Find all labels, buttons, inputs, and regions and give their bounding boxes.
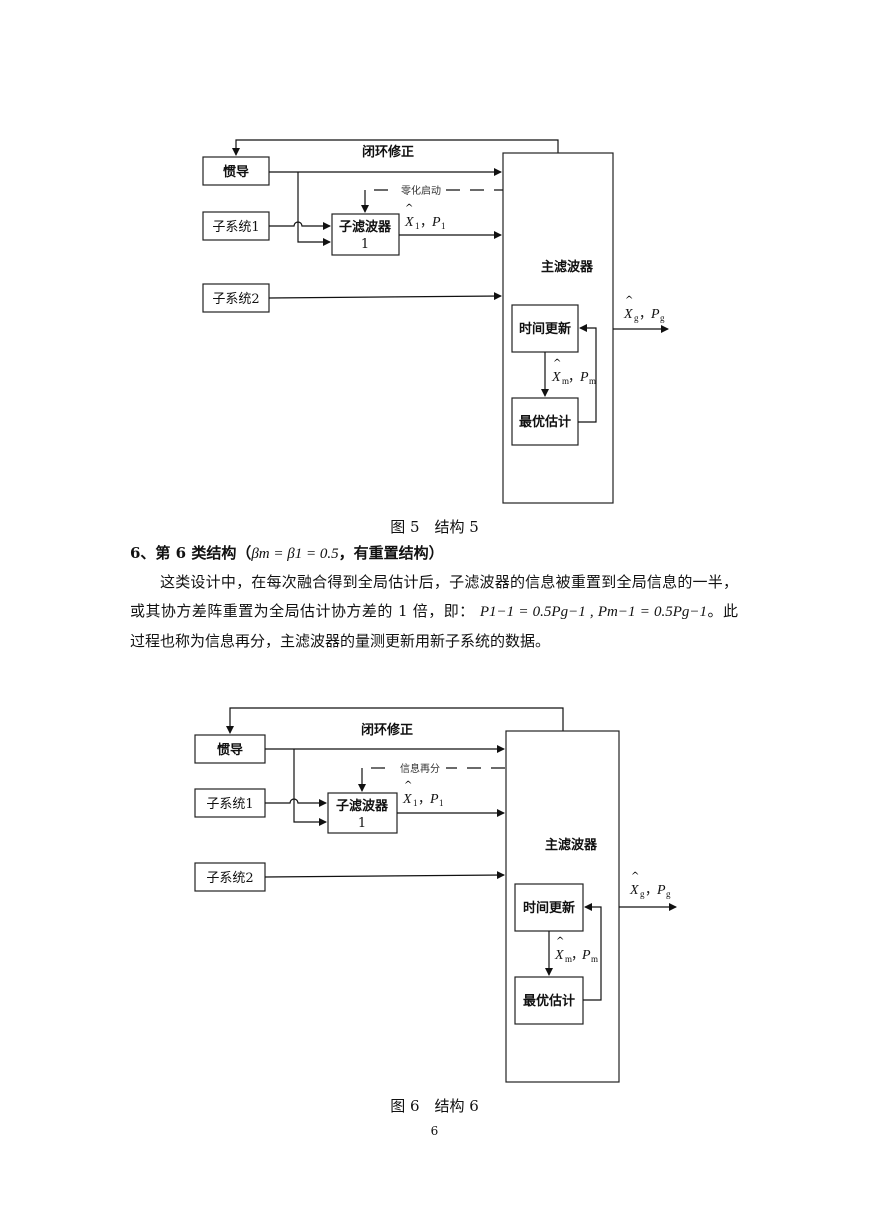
- feedback-label: 闭环修正: [362, 144, 414, 160]
- m-output-label: X ^ m ， P m: [551, 358, 596, 386]
- global-output-label-2: X ^ g ， P g: [629, 871, 671, 899]
- estimate-feedback-arrow: [578, 324, 597, 423]
- subsystem2-to-main-arrow-2: [264, 871, 505, 880]
- svg-text:P: P: [429, 792, 439, 807]
- svg-text:X: X: [551, 370, 561, 385]
- feedback-label-2: 闭环修正: [361, 722, 413, 738]
- svg-text:^: ^: [631, 871, 639, 882]
- subsystem1-to-filter-arrow: [269, 221, 331, 230]
- section-6-title: 6、第 6 类结构（βm = β1 = 0.5，有重置结构）: [130, 542, 444, 563]
- estimate-feedback-arrow-2: [583, 903, 602, 1001]
- svg-text:1: 1: [413, 798, 418, 808]
- section-title-tail: ，有重置结构）: [338, 544, 444, 562]
- sub-output-label: X ^ 1 ， P 1: [404, 203, 446, 231]
- subsystem1-to-filter-arrow-2: [265, 798, 327, 807]
- svg-text:g: g: [660, 313, 665, 323]
- ins-branch-line: [297, 172, 331, 246]
- svg-text:，: ，: [645, 883, 658, 898]
- svg-text:^: ^: [556, 936, 564, 947]
- sub-filter-index-2: 1: [358, 816, 366, 831]
- svg-text:P: P: [650, 307, 660, 322]
- svg-text:m: m: [562, 376, 569, 386]
- svg-text:^: ^: [404, 780, 412, 791]
- figure-5-caption: 图 5 结构 5: [390, 518, 479, 536]
- svg-text:X: X: [402, 792, 412, 807]
- subsystem1-box-2: [194, 788, 266, 818]
- svg-text:X: X: [623, 307, 633, 322]
- svg-text:^: ^: [625, 295, 633, 306]
- reset-label-bg: [396, 182, 446, 197]
- subsystem2-box: [202, 283, 270, 313]
- optimal-estimate-label-2: 最优估计: [523, 993, 575, 1009]
- svg-text:P: P: [656, 883, 666, 898]
- time-update-box: [511, 304, 579, 353]
- subsystem1-label-2: 子系统1: [206, 797, 253, 812]
- svg-text:X: X: [554, 948, 564, 963]
- svg-text:g: g: [666, 889, 671, 899]
- sub-filter-label-2: 子滤波器: [336, 798, 389, 814]
- reset-label: 零化启动: [401, 184, 441, 197]
- sub-filter-index: 1: [361, 237, 369, 252]
- svg-text:m: m: [591, 954, 598, 964]
- svg-text:^: ^: [405, 203, 413, 214]
- ins-box: [202, 156, 270, 186]
- global-output-label: X ^ g ， P g: [623, 295, 665, 323]
- feedback-line-2: [226, 707, 564, 734]
- subsystem1-label: 子系统1: [212, 220, 259, 235]
- time-update-label-2: 时间更新: [523, 900, 575, 916]
- svg-text:，: ，: [420, 215, 433, 230]
- svg-text:P: P: [579, 370, 589, 385]
- time-update-label: 时间更新: [519, 321, 571, 337]
- sub-output-label-2: X ^ 1 ， P 1: [402, 780, 444, 808]
- subsystem2-box-2: [194, 862, 266, 892]
- figure-6-diagram: 闭环修正 惯导 子系统1 子系统2 子滤波器 1 主滤波器 时间更新 最优估计 …: [194, 707, 677, 1083]
- paragraph-line-2: 。此过程也称为信息再分，主滤波器的量测更新用新子系统的数据。: [130, 602, 738, 650]
- optimal-estimate-label: 最优估计: [519, 414, 571, 430]
- m-output-label-2: X ^ m ， P m: [554, 936, 598, 964]
- paragraph-line-1: 这类设计中，在每次融合得到全局估计后，子滤波器的信息被重置到全局信息的一半，或其…: [130, 573, 738, 620]
- reset-label-bg-2: [394, 760, 446, 775]
- svg-text:，: ，: [418, 792, 431, 807]
- feedback-line: [232, 139, 559, 156]
- sub-filter-box-2: [327, 792, 398, 834]
- svg-text:1: 1: [415, 221, 420, 231]
- reset-label-2: 信息再分: [400, 762, 440, 775]
- figure-5-diagram: 闭环修正 惯导 子系统1 子系统2 子滤波器 1 主滤波器 时间更新 最优估计: [202, 139, 669, 504]
- main-filter-label: 主滤波器: [541, 259, 594, 275]
- paragraph-formula: P1−1 = 0.5Pg−1 , Pm−1 = 0.5Pg−1: [479, 604, 708, 620]
- time-update-box-2: [514, 883, 584, 932]
- svg-text:，: ，: [639, 307, 652, 322]
- figure-6-caption: 图 6 结构 6: [390, 1097, 479, 1115]
- sub-filter-label: 子滤波器: [339, 219, 392, 235]
- subsystem2-label-2: 子系统2: [206, 871, 253, 886]
- main-filter-label-2: 主滤波器: [545, 837, 598, 853]
- subsystem2-to-main-arrow: [268, 292, 502, 301]
- svg-text:1: 1: [441, 221, 446, 231]
- section-title-formula: βm = β1 = 0.5: [251, 546, 339, 562]
- svg-text:g: g: [640, 889, 645, 899]
- svg-text:，: ，: [571, 948, 584, 963]
- svg-text:^: ^: [553, 358, 561, 369]
- section-6-paragraph: 这类设计中，在每次融合得到全局估计后，子滤波器的信息被重置到全局信息的一半，或其…: [130, 568, 738, 656]
- svg-text:，: ，: [568, 370, 581, 385]
- svg-text:X: X: [404, 215, 414, 230]
- svg-text:X: X: [629, 883, 639, 898]
- svg-text:m: m: [589, 376, 596, 386]
- svg-text:P: P: [431, 215, 441, 230]
- svg-text:P: P: [581, 948, 591, 963]
- ins-label: 惯导: [223, 164, 249, 180]
- ins-branch-line-2: [293, 749, 327, 826]
- page-number: 6: [430, 1124, 439, 1138]
- svg-text:m: m: [565, 954, 572, 964]
- ins-label-2: 惯导: [217, 742, 243, 758]
- section-title-text: 6、第 6 类结构（: [130, 544, 252, 562]
- svg-text:1: 1: [439, 798, 444, 808]
- svg-text:g: g: [634, 313, 639, 323]
- subsystem2-label: 子系统2: [212, 292, 259, 307]
- subsystem1-box: [202, 211, 270, 241]
